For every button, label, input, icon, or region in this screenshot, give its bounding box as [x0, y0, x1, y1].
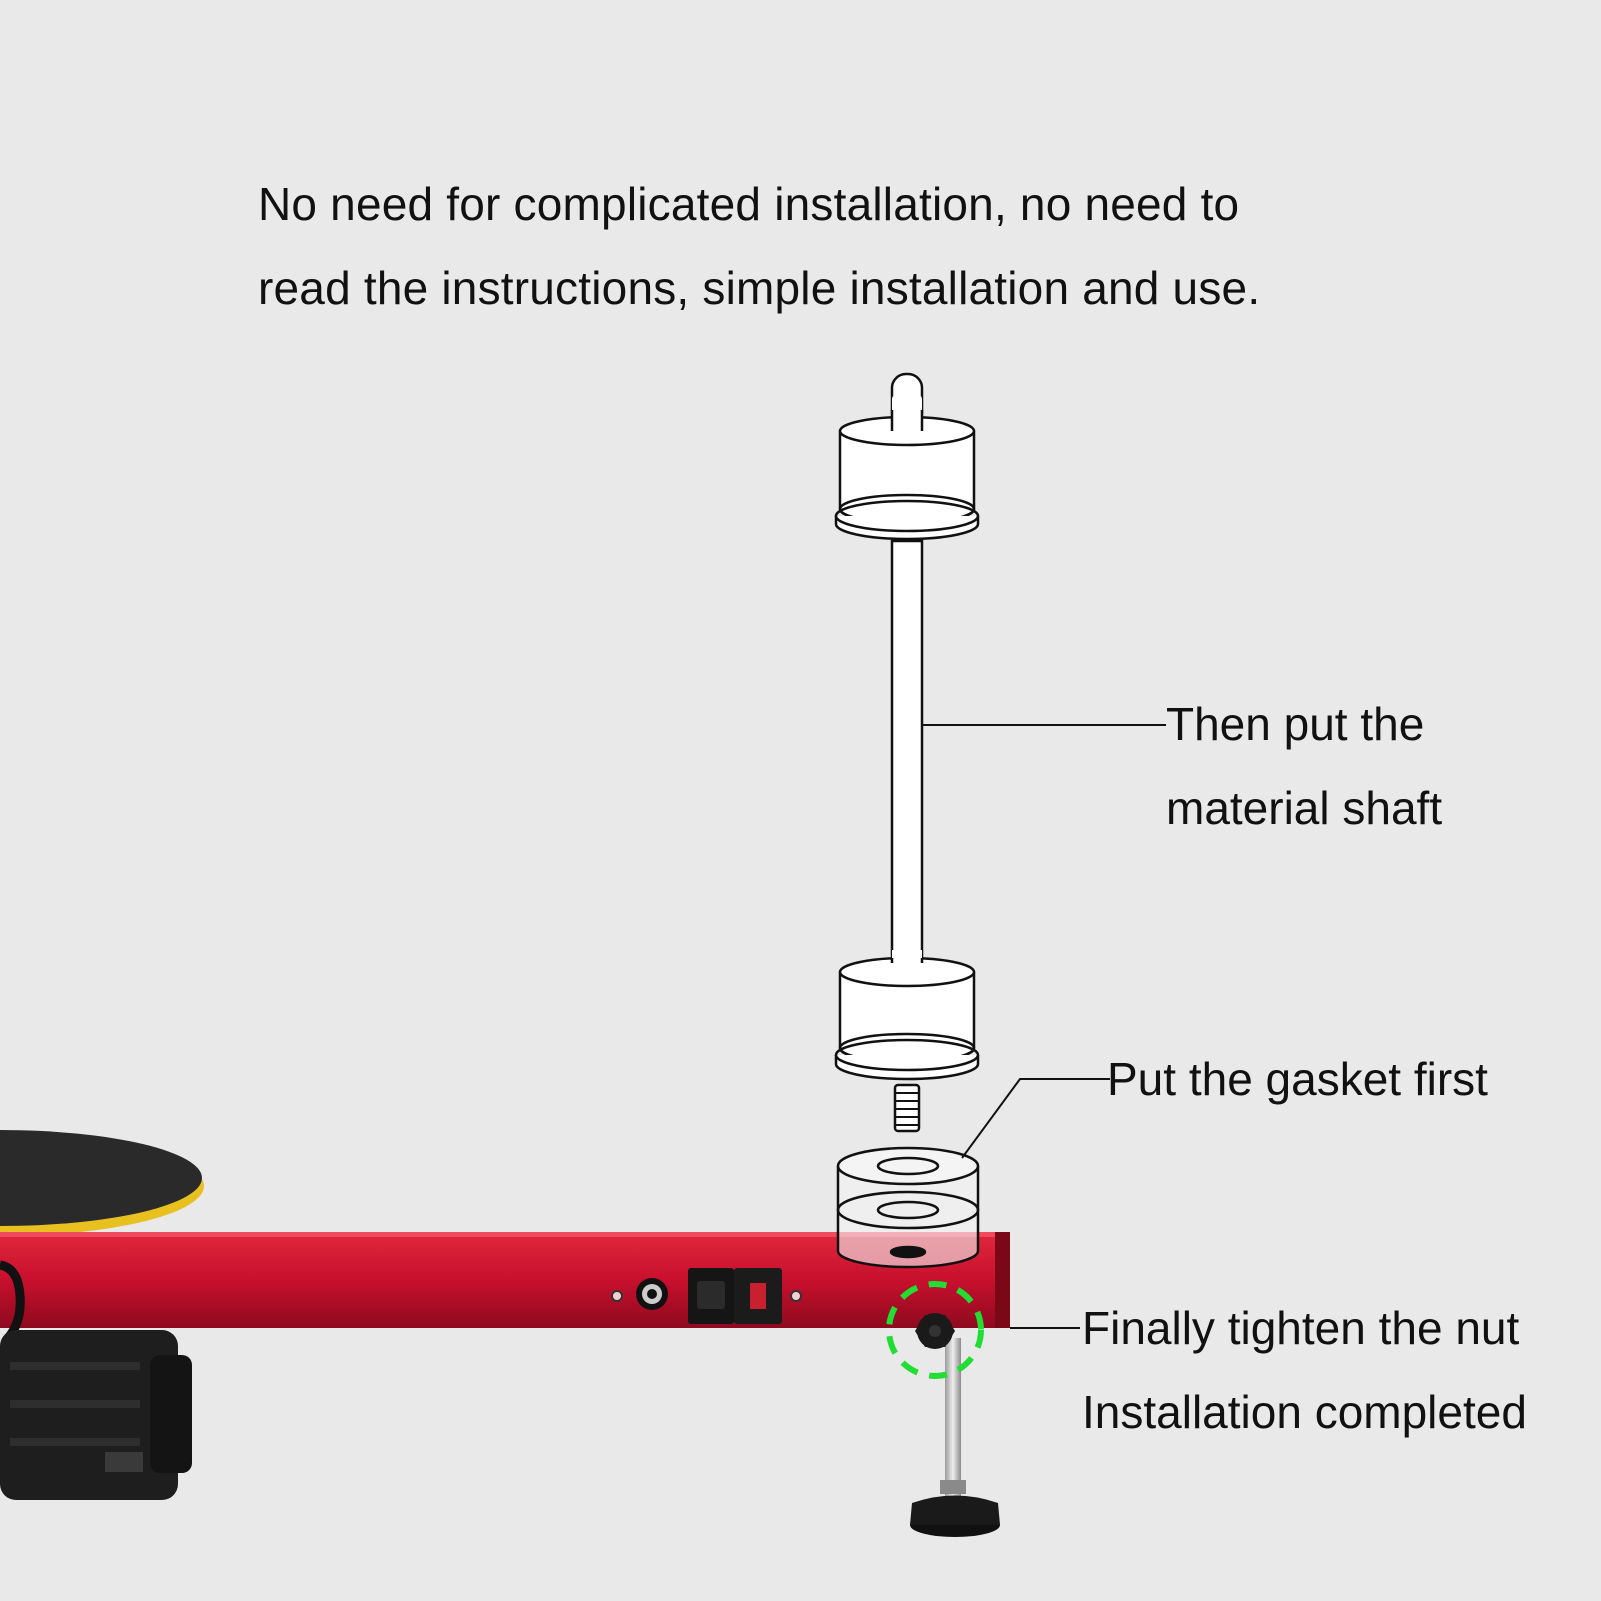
- headline-line-1: No need for complicated installation, no…: [258, 178, 1240, 230]
- callout-gasket-line-1: Put the gasket first: [1107, 1053, 1488, 1105]
- screw-dot-left: [611, 1290, 623, 1302]
- callout-gasket: Put the gasket first: [1107, 1037, 1488, 1121]
- turntable-platter: [0, 1130, 204, 1236]
- tightening-nut: [915, 1313, 955, 1349]
- callout-shaft-line-2: material shaft: [1166, 782, 1443, 834]
- callout-nut: Finally tighten the nut Installation com…: [1082, 1286, 1527, 1454]
- callout-material-shaft: Then put the material shaft: [1166, 682, 1442, 850]
- leader-lines: [922, 724, 1166, 1329]
- callout-nut-line-2: Installation completed: [1082, 1386, 1527, 1438]
- screw-dot-right: [790, 1290, 802, 1302]
- control-panel: [611, 1268, 802, 1324]
- headline-line-2: read the instructions, simple installati…: [258, 262, 1261, 314]
- headline: No need for complicated installation, no…: [258, 162, 1260, 330]
- leader-line-gasket: [961, 1078, 1110, 1159]
- callout-shaft-line-1: Then put the: [1166, 698, 1425, 750]
- motor-housing: [0, 1330, 192, 1500]
- callout-nut-line-1: Finally tighten the nut: [1082, 1302, 1520, 1354]
- gasket: [836, 1146, 980, 1269]
- highlight-ring-icon: [886, 1281, 984, 1379]
- adjustable-leg: [910, 1338, 1000, 1537]
- material-shaft-assembly: [834, 372, 980, 1081]
- threaded-bolt: [893, 1083, 921, 1133]
